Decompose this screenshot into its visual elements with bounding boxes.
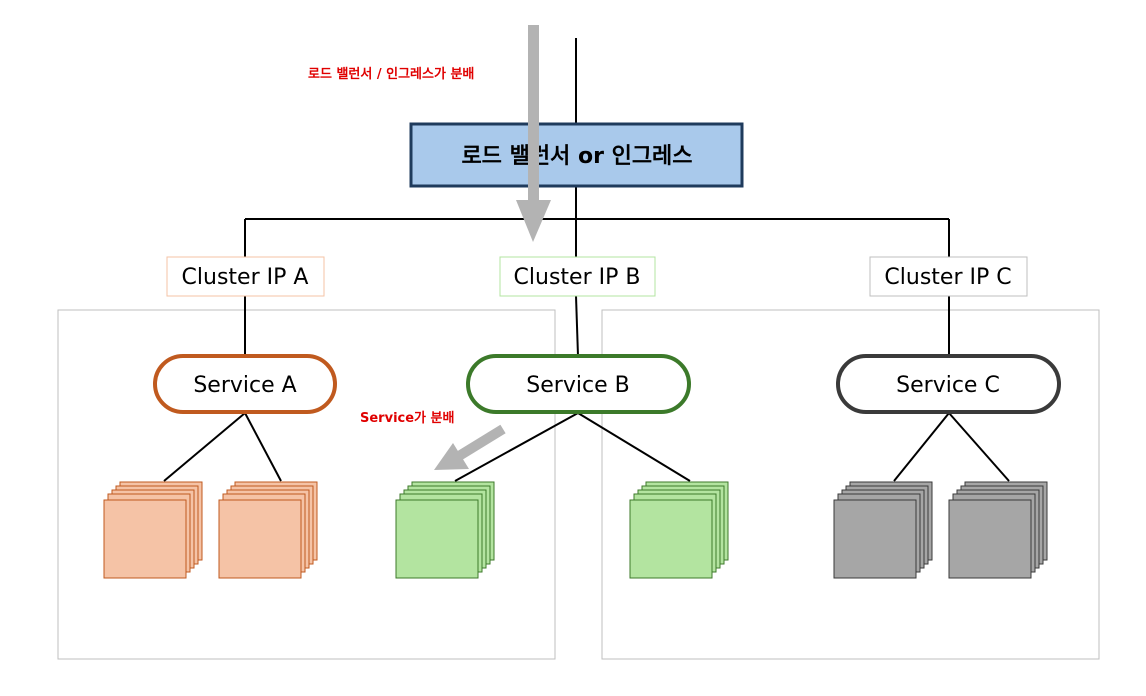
pod-stack-b1 [395, 481, 495, 579]
load-balancer-box [409, 122, 744, 188]
node-frame-right [601, 309, 1100, 660]
cluster-ip-a-label: Cluster IP A [182, 265, 309, 290]
pod-stack-a2 [218, 481, 318, 579]
service-c-to-pod-c1 [893, 412, 950, 482]
lb-distribution-note: 로드 밸런서 / 인그레스가 분배 [308, 66, 474, 82]
service-distribution-arrow [434, 424, 506, 470]
pod-stack-c1 [833, 481, 933, 579]
load-balancer-label: 로드 밸런서 or 인그레스 [461, 144, 692, 169]
node-frame-left [57, 309, 556, 660]
pod-stack-b2 [629, 481, 729, 579]
cluster-ip-a-box [166, 256, 325, 297]
cluster-ip-b-label: Cluster IP B [514, 265, 641, 290]
lb-distribution-arrow [516, 25, 551, 242]
service-a-to-pod-a2 [244, 412, 282, 482]
cluster-ip-c-label: Cluster IP C [884, 265, 1011, 290]
service-a-label: Service A [193, 373, 296, 398]
service-b-to-pod-b2 [577, 412, 691, 482]
service-b-pill [466, 354, 691, 414]
service-c-label: Service C [896, 373, 1000, 398]
cip-b-to-service-b [575, 295, 579, 357]
service-b-label: Service B [526, 373, 629, 398]
service-a-pill [153, 354, 337, 414]
service-c-pill [836, 354, 1061, 414]
pod-stack-a1 [103, 481, 203, 579]
service-b-to-pod-b1 [454, 412, 579, 482]
service-c-to-pod-c2 [948, 412, 1010, 482]
cluster-ip-c-box [869, 256, 1028, 297]
cluster-ip-b-box [499, 256, 656, 297]
service-distribution-note: Service가 분배 [360, 410, 454, 426]
connector-lines [163, 38, 1010, 482]
pod-stack-c2 [948, 481, 1048, 579]
service-a-to-pod-a1 [163, 412, 246, 482]
